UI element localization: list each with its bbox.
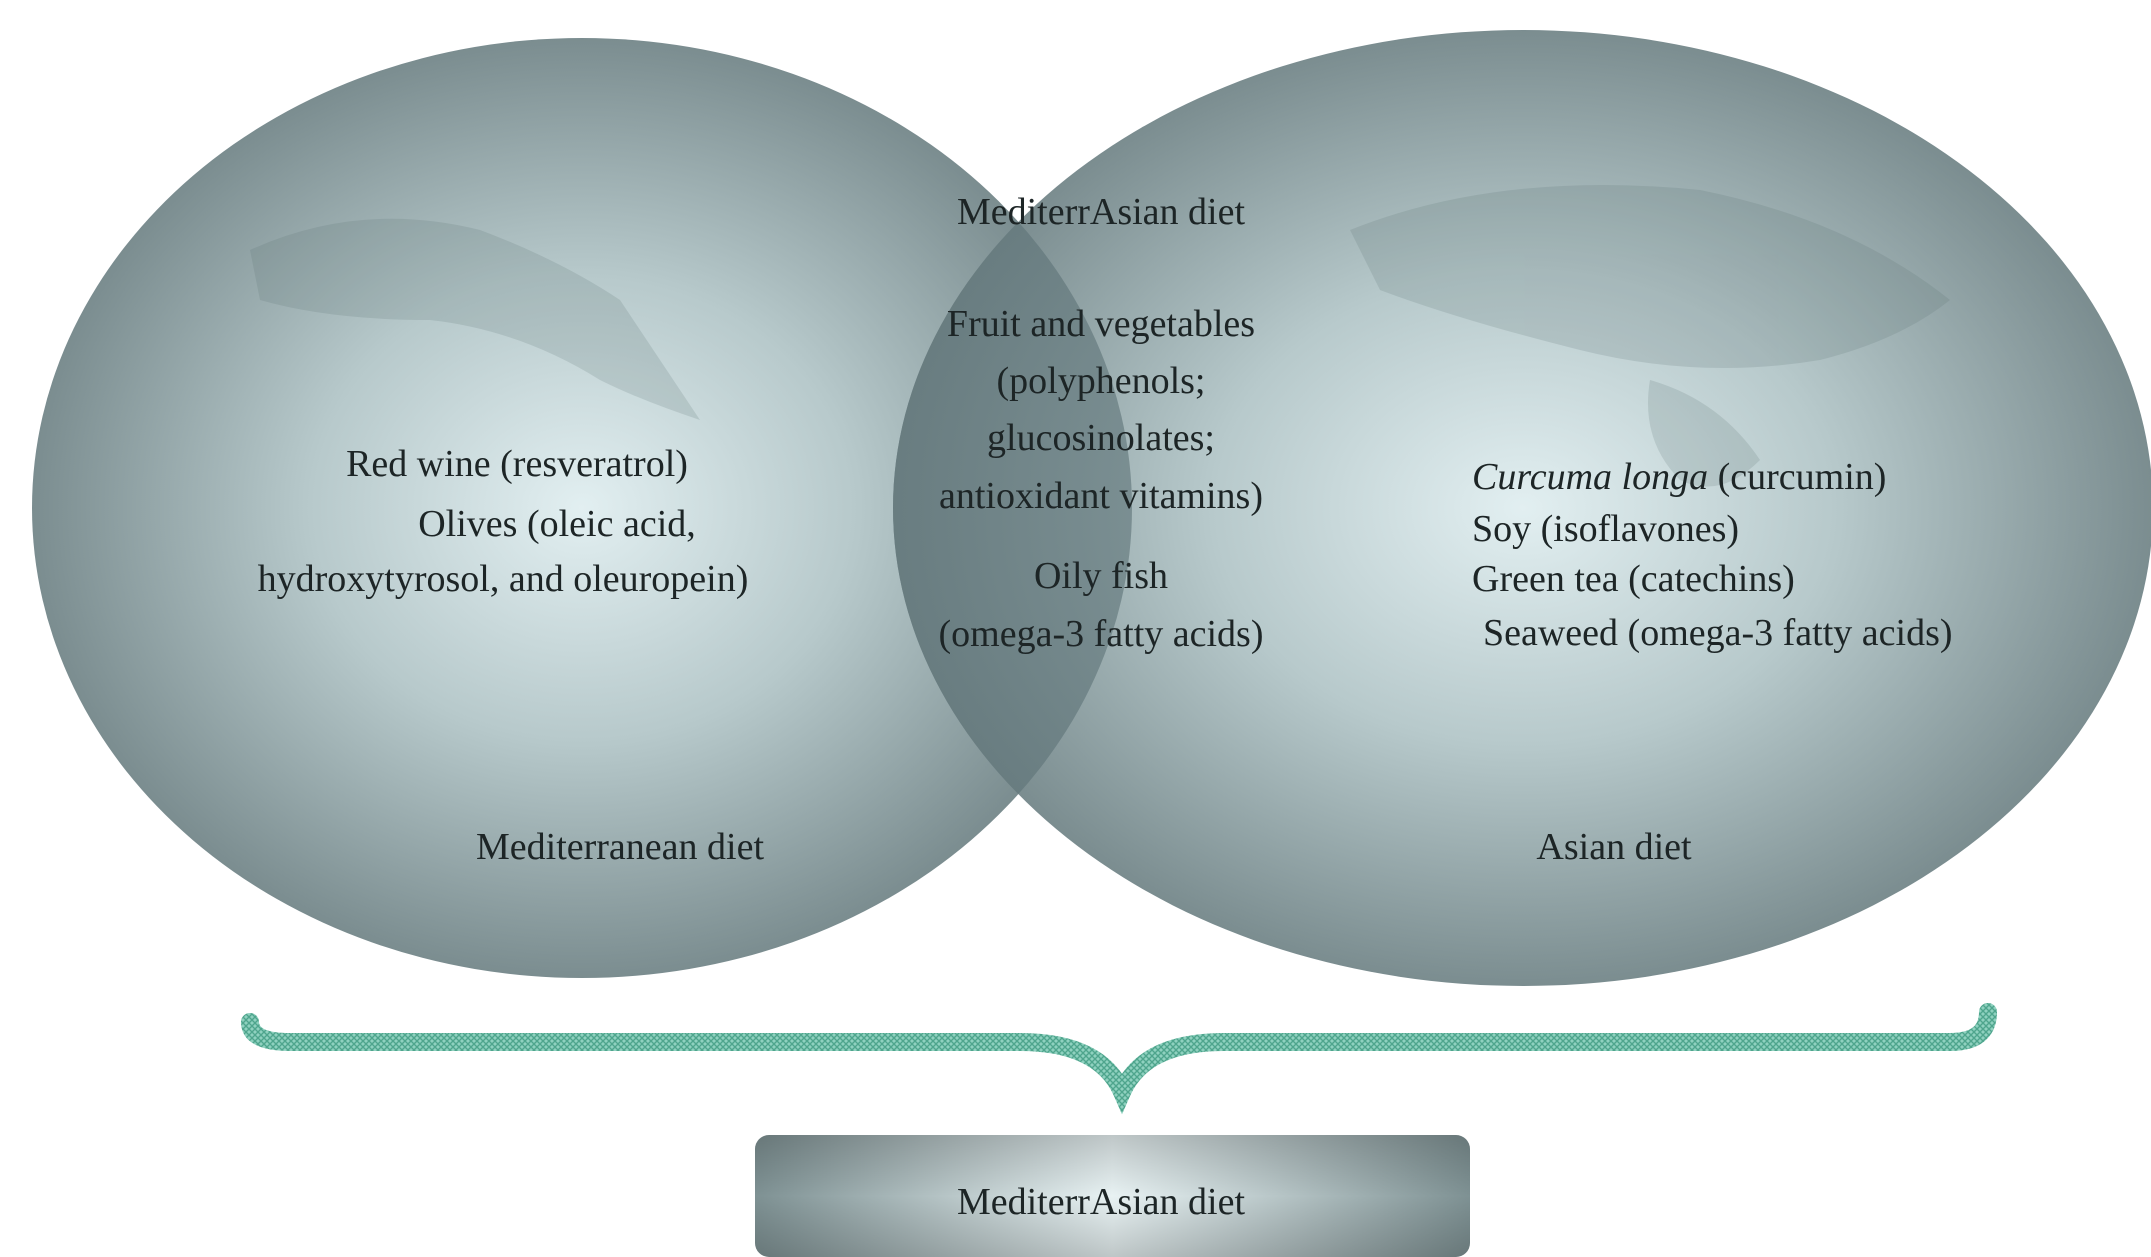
asian-item: Green tea (catechins) [1472, 558, 1795, 600]
map-shading [250, 185, 1950, 487]
asian-item: Soy (isoflavones) [1472, 508, 1740, 550]
curcuma-species: Curcuma longa [1472, 456, 1709, 498]
asian-label: Asian diet [1536, 826, 1692, 868]
asian-circle [893, 30, 2151, 986]
overlap-line: Oily fish [1033, 555, 1169, 597]
curcuma-compound: (curcumin) [1708, 456, 1887, 498]
mediterranean-label: Mediterranean diet [475, 826, 765, 868]
overlap-line: glucosinolates; [987, 417, 1215, 459]
asian-item: Seaweed (omega-3 fatty acids) [1483, 612, 1953, 654]
brace-connector [241, 1003, 1997, 1115]
asian-item: Curcuma longa (curcumin) [1472, 458, 1886, 496]
overlap-line: antioxidant vitamins) [938, 475, 1264, 517]
overlap-line: Fruit and vegetables [946, 303, 1256, 345]
overlap-heading: MediterrAsian diet [956, 191, 1246, 233]
result-label: MediterrAsian diet [956, 1181, 1246, 1223]
overlap-line: (polyphenols; [996, 360, 1206, 402]
mediterranean-item: Red wine (resveratrol) [346, 443, 688, 485]
mediterranean-item: hydroxytyrosol, and oleuropein) [257, 558, 749, 600]
mediterranean-circle [32, 38, 1132, 978]
mediterranean-item: Olives (oleic acid, [418, 503, 696, 545]
overlap-line: (omega-3 fatty acids) [938, 613, 1264, 655]
